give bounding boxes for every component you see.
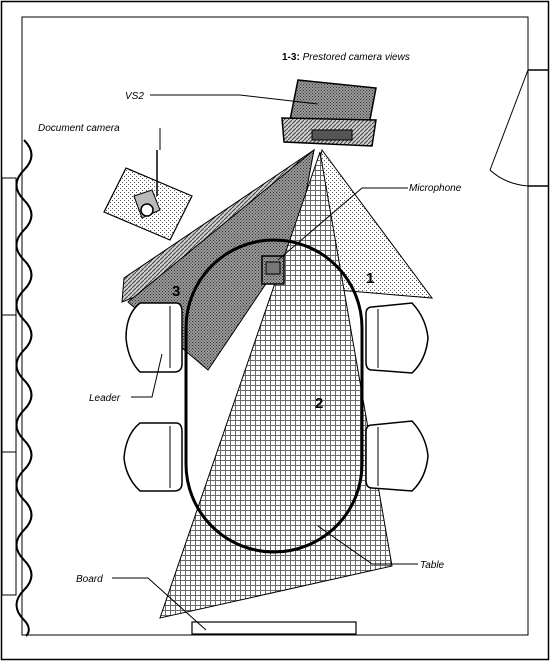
leader-lines bbox=[112, 94, 418, 631]
view-3-number: 3 bbox=[172, 283, 180, 300]
chair-left-top bbox=[125, 302, 183, 373]
vs2-label: VS2 bbox=[125, 91, 144, 102]
camera-view-2 bbox=[159, 151, 393, 619]
table bbox=[184, 238, 364, 554]
board-label: Board bbox=[76, 574, 103, 585]
legend-caption: 1-3: Prestored camera views bbox=[282, 52, 410, 63]
board bbox=[191, 621, 357, 635]
microphone-icon bbox=[261, 255, 285, 285]
document-camera-label: Document camera bbox=[38, 123, 120, 134]
leader-label: Leader bbox=[89, 393, 121, 404]
curtain bbox=[15, 139, 33, 637]
door bbox=[489, 69, 548, 187]
left-windows bbox=[1, 177, 17, 596]
chair-right-top bbox=[365, 302, 429, 374]
chair-right-bottom bbox=[365, 420, 429, 492]
microphone-label: Microphone bbox=[409, 183, 462, 194]
view-2-number: 2 bbox=[315, 395, 323, 412]
document-camera-icon bbox=[103, 150, 193, 241]
vs2-unit-icon bbox=[281, 79, 377, 147]
view-1-number: 1 bbox=[366, 270, 374, 287]
table-label: Table bbox=[420, 560, 445, 571]
chair-left-bottom bbox=[123, 422, 183, 492]
